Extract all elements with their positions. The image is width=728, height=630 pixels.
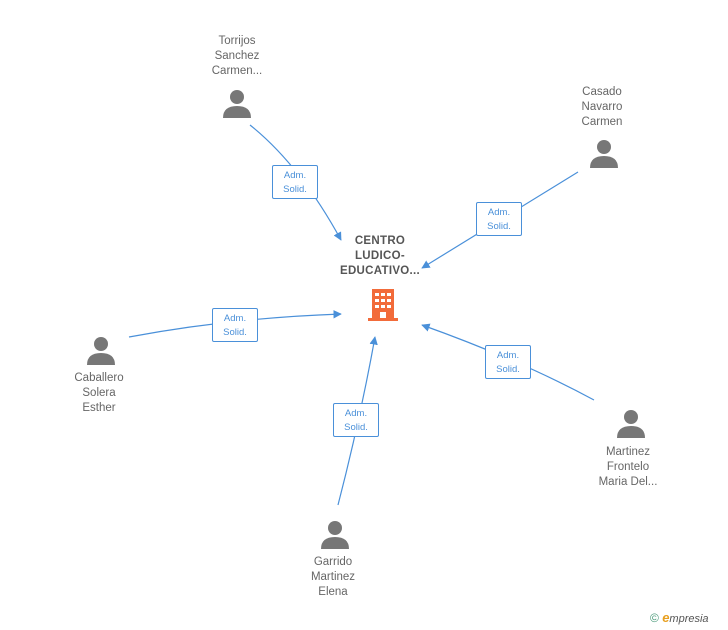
person-name-line: Elena [318,586,348,598]
relation-badge-line: Adm. [496,350,520,361]
person-label-martinez-frontelo[interactable]: Martinez Frontelo Maria Del... [573,445,683,490]
brand-watermark: © empresia [650,610,709,625]
relation-badge-line: Solid. [487,221,511,232]
person-icon[interactable] [616,409,646,439]
person-label-caballero[interactable]: Caballero Solera Esther [44,371,154,416]
person-icon[interactable] [86,336,116,366]
person-label-casado[interactable]: Casado Navarro Carmen [547,85,657,130]
person-name-line: Solera [82,387,116,399]
person-label-garrido[interactable]: Garrido Martinez Elena [278,555,388,600]
person-name-line: Martinez [310,571,356,583]
relation-badge-line: Adm. [223,313,247,324]
relation-badge-martinez-frontelo[interactable]: Adm. Solid. [485,345,531,379]
company-name-line-2: LUDICO- [354,250,405,262]
relation-badge-line: Solid. [496,364,520,375]
company-name[interactable]: CENTRO LUDICO- EDUCATIVO... [329,234,431,279]
relation-badge-line: Solid. [344,422,368,433]
company-name-line-1: CENTRO [354,235,406,247]
person-name-line: Caballero [74,372,124,384]
brand-logo-initial: e [662,610,670,625]
person-name-line: Carmen... [211,65,263,77]
person-icon[interactable] [320,520,350,550]
brand-logo-text: mpresia [669,613,709,625]
relation-badge-casado[interactable]: Adm. Solid. [476,202,522,236]
relation-badge-garrido[interactable]: Adm. Solid. [333,403,379,437]
person-icon[interactable] [222,89,252,119]
person-name-line: Esther [82,402,116,414]
company-name-line-3: EDUCATIVO... [339,265,421,277]
relation-badge-line: Solid. [283,184,307,195]
person-name-line: Maria Del... [598,476,658,488]
person-name-line: Casado [582,86,622,98]
person-name-line: Torrijos [218,35,256,47]
person-name-line: Sanchez [214,50,260,62]
relation-badge-line: Adm. [487,207,511,218]
relation-badge-torrijos[interactable]: Adm. Solid. [272,165,318,199]
building-icon[interactable] [366,287,400,323]
person-name-line: Garrido [313,556,353,568]
person-name-line: Carmen [581,116,623,128]
person-name-line: Martinez [605,446,651,458]
person-name-line: Frontelo [606,461,650,473]
person-name-line: Navarro [581,101,623,113]
copyright-symbol: © [650,611,659,625]
relation-badge-line: Adm. [283,170,307,181]
relation-badge-caballero[interactable]: Adm. Solid. [212,308,258,342]
person-icon[interactable] [589,139,619,169]
relation-badge-line: Adm. [344,408,368,419]
relation-badge-line: Solid. [223,327,247,338]
person-label-torrijos[interactable]: Torrijos Sanchez Carmen... [182,34,292,79]
